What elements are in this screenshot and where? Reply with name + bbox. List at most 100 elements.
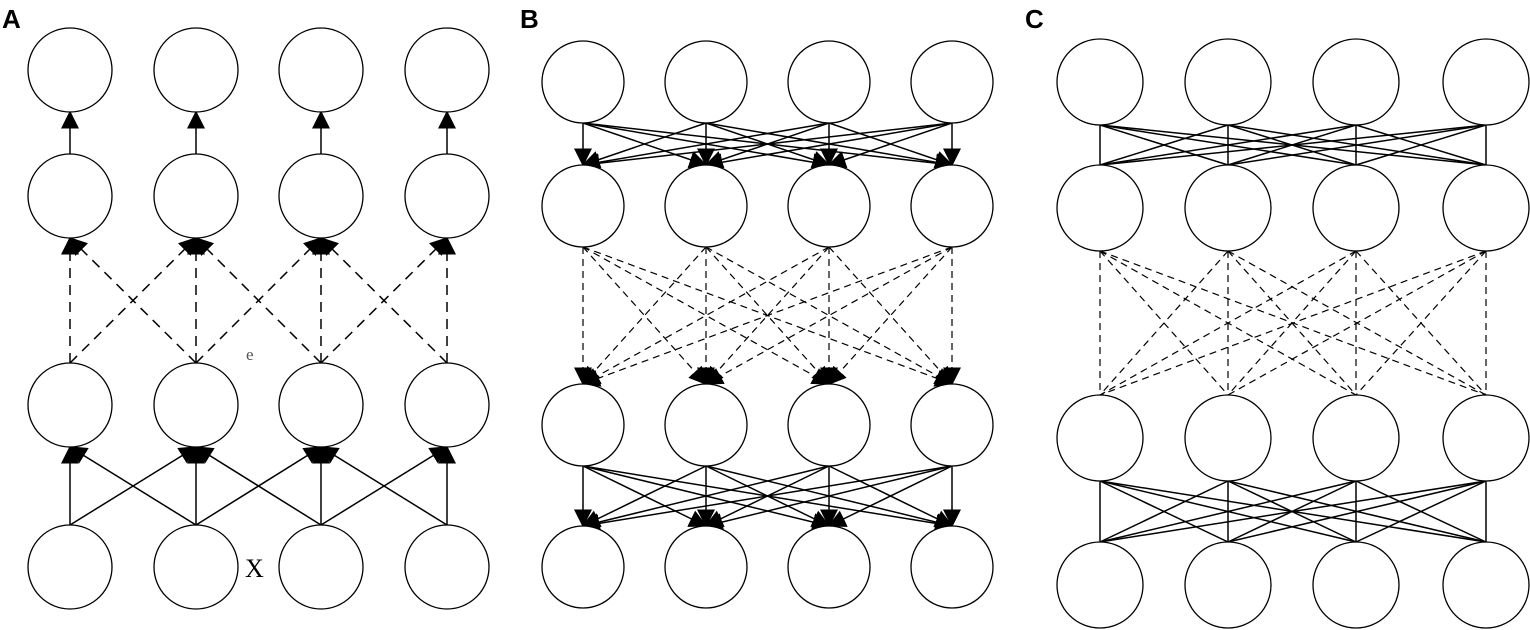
node-c-layer2-4 (1442, 164, 1530, 252)
node-a-layer3-1 (27, 362, 113, 448)
edge-c-conn2-4-to-1 (1099, 250, 1487, 396)
edge-c-conn3-2-to-1 (1099, 480, 1229, 543)
edge-b-conn1-2-to-1 (581, 122, 707, 169)
node-b-layer1-4 (910, 40, 994, 124)
node-a-layer3-2 (153, 362, 239, 448)
node-b-layer2-3 (787, 164, 871, 248)
edge-c-conn2-3-to-1 (1099, 250, 1357, 396)
node-c-layer1-3 (1312, 38, 1400, 126)
node-a-layer2-4 (404, 153, 490, 239)
edge-b-conn2-3-to-4 (828, 246, 954, 386)
edge-b-conn2-4-to-1 (581, 246, 953, 387)
panel-b: B (520, 4, 994, 609)
node-a-layer4-1 (27, 524, 113, 610)
node-b-layer2-1 (541, 164, 625, 248)
node-b-layer1-3 (787, 40, 871, 124)
nodes-panel-a (27, 27, 490, 610)
edge-b-conn3-2-to-1 (581, 465, 707, 527)
nodes-panel-b (541, 40, 994, 609)
node-c-layer2-2 (1184, 164, 1272, 252)
edge-a-conn1-2-to-1 (68, 446, 197, 526)
edge-a-conn1-3-to-2 (194, 446, 322, 526)
node-b-layer1-2 (664, 40, 748, 124)
node-c-layer1-4 (1442, 38, 1530, 126)
node-a-layer3-4 (404, 362, 490, 448)
node-c-layer4-3 (1312, 541, 1400, 629)
panel-label-c: C (1025, 4, 1044, 34)
edge-b-conn1-3-to-1 (581, 122, 830, 172)
edge-b-conn1-4-to-3 (827, 122, 953, 169)
annotation-e: e (246, 345, 254, 364)
edge-b-conn3-3-to-1 (581, 465, 830, 531)
edge-c-conn1-3-to-1 (1099, 124, 1357, 166)
edge-b-conn2-2-to-4 (705, 246, 954, 385)
edge-c-conn2-4-to-2 (1227, 250, 1487, 396)
node-c-layer2-3 (1312, 164, 1400, 252)
edge-b-conn2-3-to-1 (581, 246, 830, 385)
node-c-layer4-2 (1184, 541, 1272, 629)
edge-b-conn2-1-to-3 (582, 246, 831, 385)
edges-panel-b (574, 122, 961, 533)
node-a-layer1-3 (278, 27, 364, 113)
edge-a-conn2-3-to-2 (194, 236, 322, 364)
node-a-layer4-2 (153, 524, 239, 610)
edge-b-conn3-4-to-2 (704, 465, 953, 531)
panel-label-b: B (520, 4, 539, 34)
node-b-layer3-1 (541, 383, 625, 467)
edge-b-conn2-2-to-1 (581, 246, 707, 386)
node-b-layer2-2 (664, 164, 748, 248)
edge-b-conn3-4-to-3 (827, 465, 953, 527)
node-a-layer1-2 (153, 27, 239, 113)
node-c-layer3-1 (1056, 394, 1144, 482)
edge-c-conn1-4-to-3 (1355, 124, 1487, 166)
node-a-layer4-3 (278, 524, 364, 610)
node-c-layer3-4 (1442, 394, 1530, 482)
node-a-layer2-2 (153, 153, 239, 239)
node-b-layer4-4 (910, 525, 994, 609)
edge-c-conn1-2-to-1 (1099, 124, 1229, 166)
edge-c-conn3-4-to-2 (1227, 480, 1487, 543)
node-a-layer1-4 (404, 27, 490, 113)
edges-panel-a (61, 110, 456, 526)
node-a-layer3-3 (278, 362, 364, 448)
edge-a-conn2-2-to-1 (68, 236, 197, 364)
edge-c-conn1-4-to-2 (1227, 124, 1487, 166)
edges-panel-c (1099, 124, 1487, 543)
node-a-layer2-1 (27, 153, 113, 239)
node-a-layer1-1 (27, 27, 113, 113)
node-c-layer4-1 (1056, 541, 1144, 629)
edge-c-conn3-4-to-3 (1355, 480, 1487, 543)
node-b-layer1-1 (541, 40, 625, 124)
edge-c-conn3-4-to-1 (1099, 480, 1487, 543)
node-b-layer4-3 (787, 525, 871, 609)
node-b-layer4-2 (664, 525, 748, 609)
node-b-layer3-4 (910, 383, 994, 467)
node-b-layer3-3 (787, 383, 871, 467)
nodes-panel-c (1056, 38, 1530, 629)
edge-c-conn3-3-to-1 (1099, 480, 1357, 543)
node-c-layer4-4 (1442, 541, 1530, 629)
edge-c-conn2-4-to-3 (1355, 250, 1487, 396)
node-b-layer4-1 (541, 525, 625, 609)
edge-b-conn3-4-to-1 (581, 465, 953, 533)
node-a-layer4-4 (404, 524, 490, 610)
node-a-layer2-3 (278, 153, 364, 239)
edge-b-conn2-1-to-2 (582, 246, 708, 386)
edge-a-conn2-4-to-3 (319, 236, 448, 364)
edge-b-conn2-4-to-3 (827, 246, 953, 386)
edge-b-conn1-4-to-1 (581, 122, 953, 173)
node-c-layer3-3 (1312, 394, 1400, 482)
panel-c: C (1025, 4, 1530, 629)
annotation-x: X (245, 554, 264, 583)
panel-label-a: A (2, 4, 21, 34)
node-c-layer1-2 (1184, 38, 1272, 126)
edge-b-conn1-4-to-2 (704, 122, 953, 172)
node-c-layer3-2 (1184, 394, 1272, 482)
node-c-layer2-1 (1056, 164, 1144, 252)
edge-b-conn2-4-to-2 (704, 246, 953, 385)
panel-a: A e X (2, 4, 490, 610)
node-b-layer2-4 (910, 164, 994, 248)
edge-c-conn1-4-to-1 (1099, 124, 1487, 166)
node-c-layer1-1 (1056, 38, 1144, 126)
